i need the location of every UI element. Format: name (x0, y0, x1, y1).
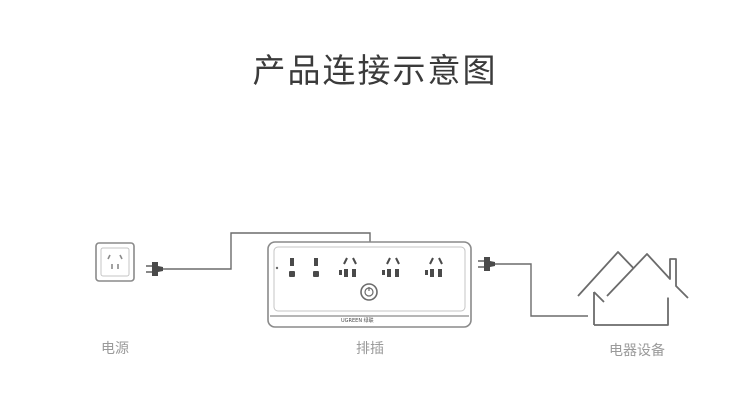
output-cable (495, 263, 588, 317)
outlet-two-pin-1 (289, 258, 295, 277)
brand-logo: UGREEN 绿联 (341, 317, 374, 324)
outlet-three-pin-2 (382, 257, 400, 277)
label-power-strip: 排插 (356, 341, 384, 357)
label-electrical-device: 电器设备 (609, 343, 665, 359)
outlet-two-pin-2 (313, 258, 319, 277)
outlet-three-pin-1 (339, 257, 357, 277)
output-plug-icon (478, 257, 495, 271)
input-cable (163, 232, 371, 270)
input-plug-icon (146, 262, 163, 276)
outlet-three-pin-3 (425, 257, 443, 277)
wall-socket-icon (95, 242, 135, 282)
power-strip: UGREEN 绿联 (267, 241, 472, 328)
house-icon (577, 251, 689, 326)
diagram-title: 产品连接示意图 (252, 51, 498, 90)
label-power-source: 电源 (101, 341, 129, 357)
power-button-icon (360, 283, 378, 301)
